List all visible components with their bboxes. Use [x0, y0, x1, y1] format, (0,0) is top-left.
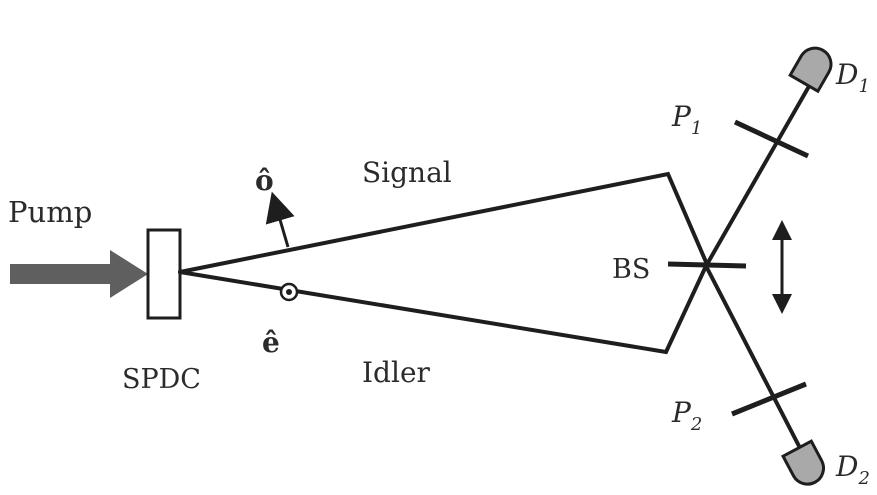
p2-label: P2: [671, 396, 702, 435]
idler-beam: [178, 264, 708, 355]
spdc-label: SPDC: [122, 364, 201, 395]
o-polarization-arrow-icon: [265, 191, 295, 248]
signal-beam: [178, 171, 708, 274]
spdc-crystal: [146, 228, 182, 320]
signal-label: Signal: [362, 156, 452, 189]
polarizer-2: [731, 381, 807, 417]
detector-1-icon: [788, 46, 833, 94]
polarizer-1: [733, 119, 810, 159]
p1-label: P1: [671, 100, 702, 139]
pump-label: Pump: [8, 195, 92, 229]
d1-label: D1: [835, 58, 870, 97]
e-hat-label: ê: [262, 326, 280, 359]
bs-translation-arrow-icon: [772, 220, 792, 314]
e-polarization-dot-icon: [279, 282, 299, 302]
output-arm-2: [704, 264, 802, 450]
output-arm-1: [704, 86, 810, 268]
detector-2-icon: [781, 439, 825, 486]
o-hat-label: ô: [255, 164, 274, 197]
pump-arrow-icon: [10, 250, 148, 298]
idler-label: Idler: [362, 356, 431, 389]
beam-splitter: [667, 261, 747, 269]
bs-label: BS: [612, 254, 650, 285]
d2-label: D2: [835, 450, 870, 489]
